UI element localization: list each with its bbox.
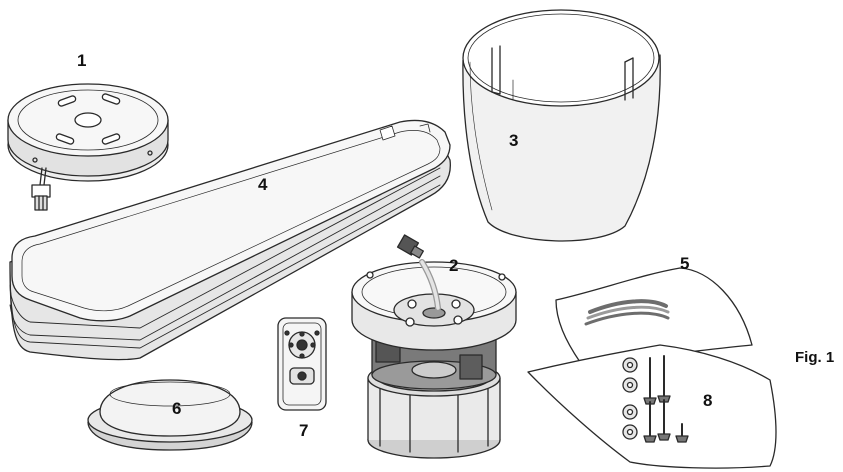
light-cover-drawing bbox=[87, 379, 253, 451]
motor-assembly-drawing bbox=[351, 234, 517, 459]
motor-housing-drawing bbox=[462, 9, 661, 242]
hardware-bag-drawing bbox=[527, 344, 777, 469]
fan-blades-drawing bbox=[9, 119, 451, 361]
blade-bracket-bag-drawing bbox=[555, 267, 753, 363]
part-label-1: 1 bbox=[77, 51, 87, 70]
remote-control-drawing bbox=[277, 317, 327, 411]
figure-caption: Fig. 1 bbox=[795, 349, 835, 366]
part-label-4: 4 bbox=[258, 175, 268, 194]
canopy-drawing bbox=[7, 83, 169, 211]
part-label-3: 3 bbox=[509, 131, 519, 150]
part-label-7: 7 bbox=[299, 421, 309, 440]
part-label-8: 8 bbox=[703, 391, 713, 410]
part-label-5: 5 bbox=[680, 254, 690, 273]
part-label-2: 2 bbox=[449, 256, 459, 275]
part-label-6: 6 bbox=[172, 399, 182, 418]
